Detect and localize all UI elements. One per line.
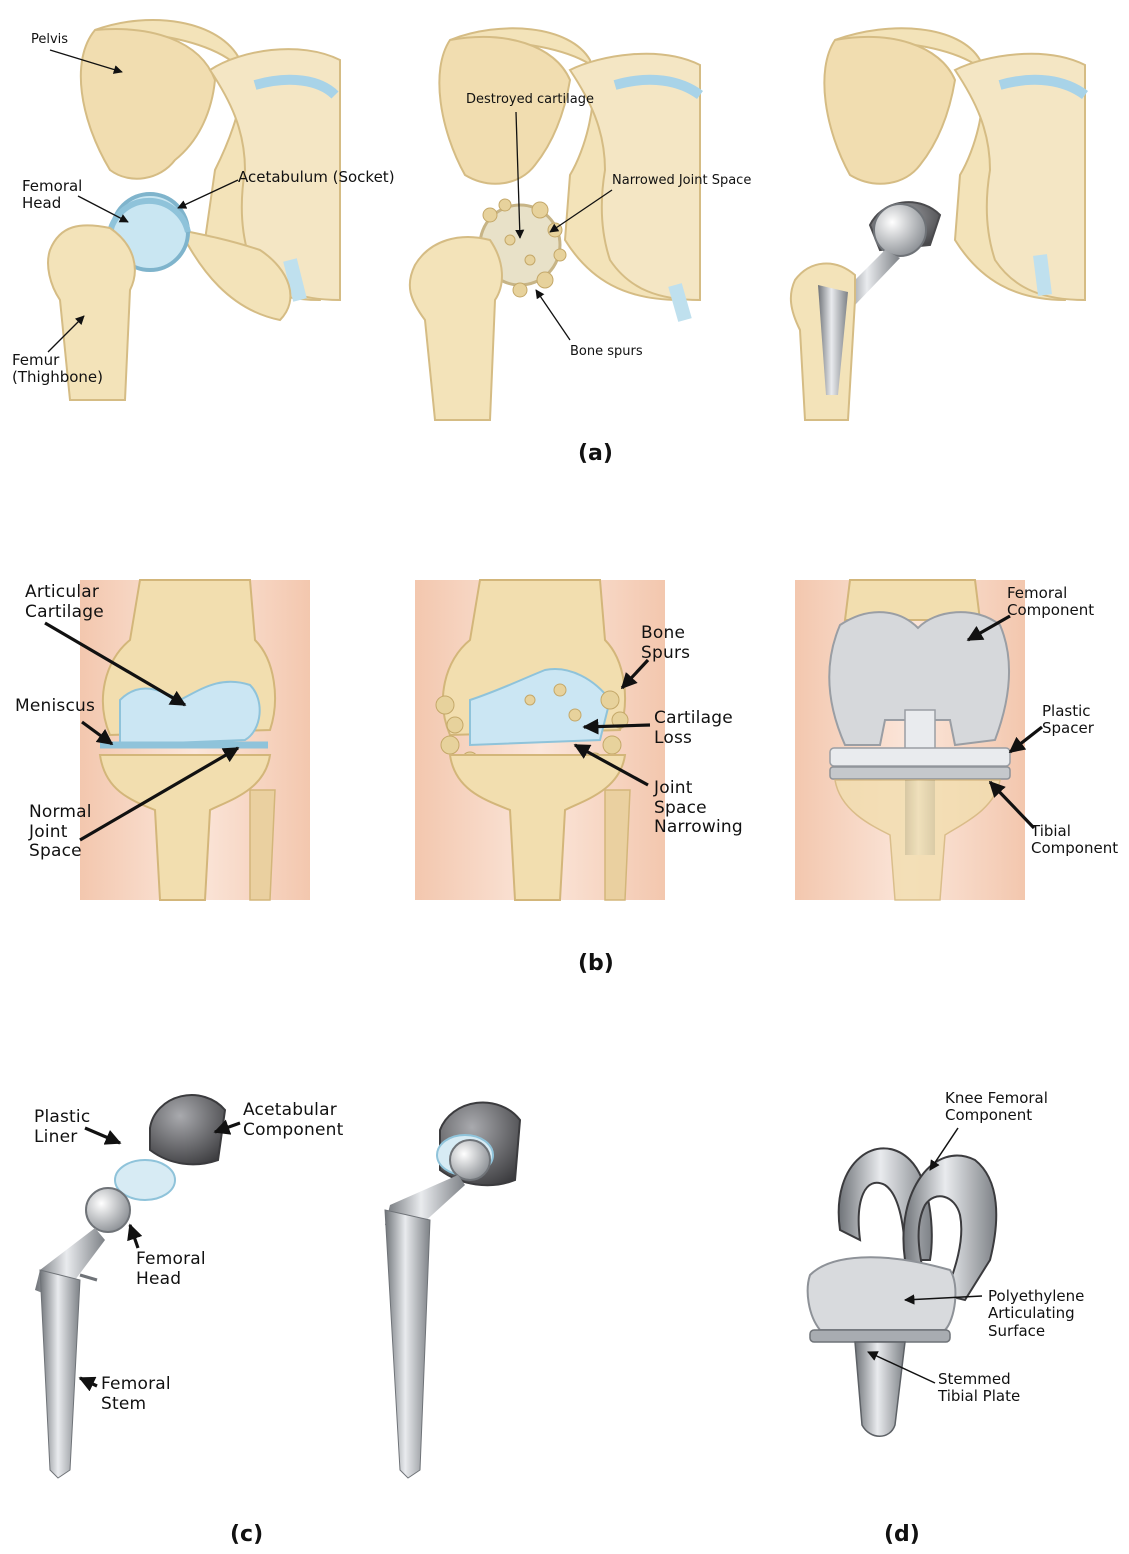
label-femoral-head-implant: Femoral Head xyxy=(136,1250,206,1289)
caption-b: (b) xyxy=(578,951,614,976)
hip-replacement-illustration xyxy=(791,28,1085,420)
hip-arthritic-illustration xyxy=(410,28,700,420)
label-tibial-component: Tibial Component xyxy=(1031,823,1118,858)
label-normal-joint-space: Normal Joint Space xyxy=(29,803,92,862)
label-narrowed-joint-space: Narrowed Joint Space xyxy=(612,174,751,189)
label-femoral-stem: Femoral Stem xyxy=(101,1375,171,1414)
caption-d: (d) xyxy=(884,1522,920,1547)
label-destroyed-cartilage: Destroyed cartilage xyxy=(466,93,594,108)
label-femoral-component: Femoral Component xyxy=(1007,585,1094,620)
label-pelvis: Pelvis xyxy=(31,33,68,48)
hip-normal-illustration xyxy=(48,20,340,400)
label-femoral-head: Femoral Head xyxy=(22,178,82,213)
label-polyethylene-surface: Polyethylene Articulating Surface xyxy=(988,1288,1084,1340)
caption-a: (a) xyxy=(578,441,613,466)
label-cartilage-loss: Cartilage Loss xyxy=(654,709,733,748)
knee-arthritic-illustration xyxy=(415,580,665,900)
label-joint-space-narrowing: Joint Space Narrowing xyxy=(654,779,743,838)
caption-c: (c) xyxy=(230,1522,263,1547)
label-stemmed-tibial-plate: Stemmed Tibial Plate xyxy=(938,1371,1020,1406)
label-knee-femoral-component: Knee Femoral Component xyxy=(945,1090,1048,1125)
label-bone-spurs-knee: Bone Spurs xyxy=(641,624,690,663)
label-acetabular-component: Acetabular Component xyxy=(243,1101,344,1140)
label-meniscus: Meniscus xyxy=(15,697,95,717)
hip-implant-assembled-illustration xyxy=(385,1102,520,1478)
label-plastic-spacer: Plastic Spacer xyxy=(1042,703,1094,738)
label-bone-spurs-hip: Bone spurs xyxy=(570,345,643,360)
label-femur: Femur (Thighbone) xyxy=(12,352,103,387)
label-plastic-liner: Plastic Liner xyxy=(34,1108,90,1147)
knee-normal-illustration xyxy=(80,580,310,900)
label-acetabulum: Acetabulum (Socket) xyxy=(238,169,395,186)
label-articular-cartilage: Articular Cartilage xyxy=(25,583,104,622)
